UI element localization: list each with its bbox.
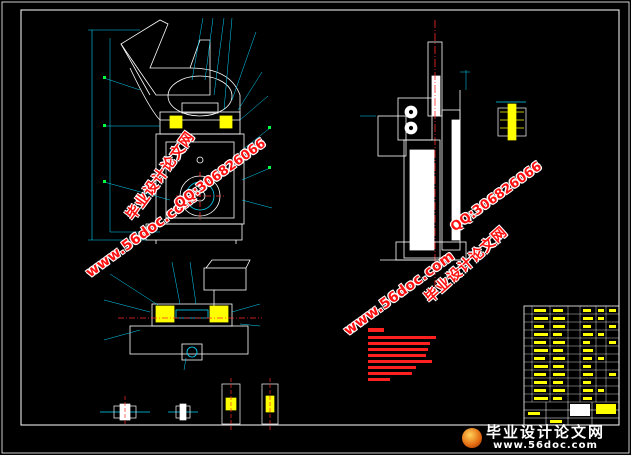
logo-site-name: 毕业设计论文网 — [486, 423, 606, 441]
globe-logo-icon — [462, 428, 482, 448]
side-view — [360, 20, 470, 300]
technical-requirements-notes — [368, 328, 436, 381]
logo-url: www.56doc.com — [493, 440, 598, 451]
drawing-border-inner — [20, 9, 620, 426]
top-view — [103, 259, 262, 371]
detail-views — [100, 378, 279, 430]
front-view — [88, 17, 273, 244]
title-block-table — [523, 305, 620, 426]
part-detail — [496, 101, 527, 141]
site-logo: 毕业设计论文网 www.56doc.com — [462, 424, 605, 452]
